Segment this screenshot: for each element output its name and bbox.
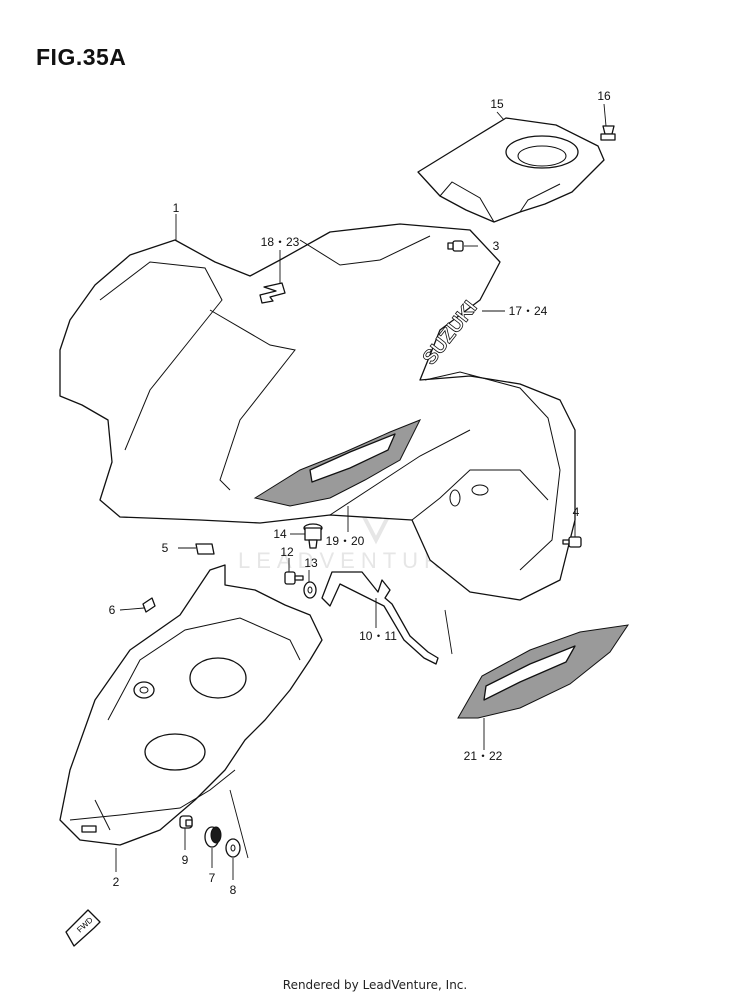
figure-title: FIG.35A xyxy=(36,44,127,70)
callout-17-24: 17・24 xyxy=(509,304,548,318)
part-5-clip-nut xyxy=(195,543,215,555)
callout-1: 1 xyxy=(173,201,180,215)
callout-6: 6 xyxy=(109,603,116,617)
callout-4: 4 xyxy=(573,505,580,519)
callout-9: 9 xyxy=(182,853,189,867)
part-19-decal xyxy=(253,419,422,507)
part-6-screw xyxy=(142,597,156,613)
part-1-front-fender: SUZUKI xyxy=(59,223,576,601)
callout-15: 15 xyxy=(490,97,504,111)
callout-10-11: 10・11 xyxy=(359,629,397,643)
part-7-collar xyxy=(204,826,222,848)
part-10-bracket xyxy=(321,571,439,665)
callout-14: 14 xyxy=(273,527,287,541)
callout-18-23: 18・23 xyxy=(261,235,300,249)
callout-19-20: 19・20 xyxy=(326,534,365,548)
callout-5: 5 xyxy=(162,541,169,555)
leader-lines xyxy=(115,103,607,880)
part-12-bolt xyxy=(284,571,304,585)
part-9-bolt xyxy=(179,815,193,829)
part-15-seat-cover xyxy=(417,117,605,223)
callout-labels: 1 2 3 4 5 6 7 8 9 10・11 12 13 14 15 16 1… xyxy=(109,89,611,897)
suzuki-s-emblem xyxy=(259,282,286,304)
callout-12: 12 xyxy=(280,545,294,559)
part-16-clip xyxy=(600,125,616,141)
callout-8: 8 xyxy=(230,883,237,897)
part-8-washer xyxy=(225,838,241,858)
callout-13: 13 xyxy=(304,556,318,570)
part-21-decal xyxy=(457,624,630,719)
callout-7: 7 xyxy=(209,871,216,885)
callout-16: 16 xyxy=(597,89,611,103)
part-2-rear-fender xyxy=(59,564,323,846)
part-14-grommet xyxy=(303,523,323,549)
callout-21-22: 21・22 xyxy=(464,749,503,763)
part-3-screw xyxy=(447,240,464,252)
footer-credit: Rendered by LeadVenture, Inc. xyxy=(282,978,468,992)
watermark-text: LEADVENTURE xyxy=(238,548,467,573)
callout-3: 3 xyxy=(493,239,500,253)
part-13-washer xyxy=(303,581,317,599)
callout-2: 2 xyxy=(113,875,120,889)
forward-arrow-icon: FWD xyxy=(65,909,101,947)
